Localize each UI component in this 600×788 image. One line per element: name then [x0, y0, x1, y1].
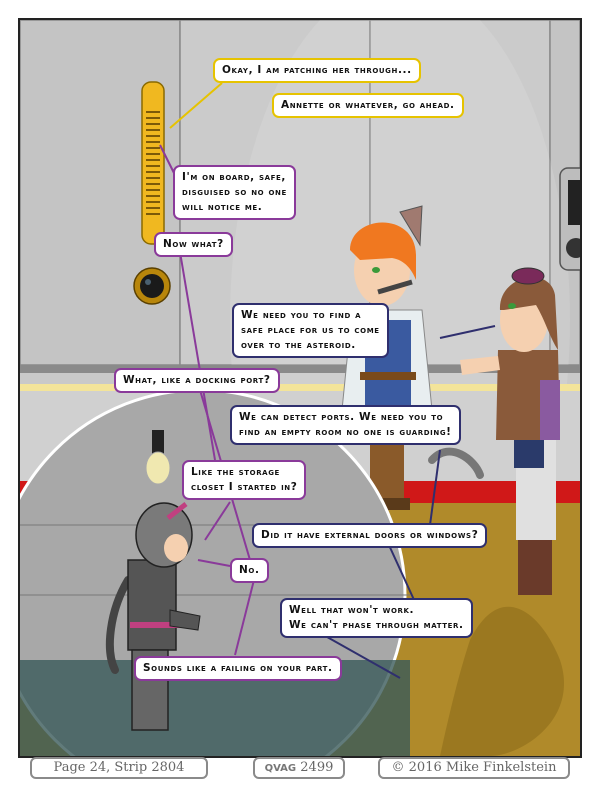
dialogue-text: over to the asteroid. — [241, 339, 356, 351]
dialogue-text: We can detect ports. We need you to — [239, 411, 444, 423]
tail-line9 — [387, 542, 416, 603]
speech-bubble-4: Now what? — [154, 232, 233, 257]
dialogue-text: What, like a docking port? — [123, 374, 271, 386]
cat-man-belt — [360, 372, 416, 380]
armored-body — [127, 559, 177, 651]
control-screen — [568, 180, 580, 225]
camera-lens — [140, 274, 164, 298]
armored-face — [164, 534, 188, 562]
copyright-label: © 2016 Mike Finkelstein — [378, 757, 570, 779]
dialogue-text: We can't phase through matter. — [289, 619, 464, 631]
tail-line4-down — [179, 251, 216, 461]
cat-man-eye — [372, 267, 380, 273]
cat-man-tail — [428, 447, 484, 479]
speech-bubble-3: I'm on board, safe, disguised so no one … — [173, 165, 296, 220]
armored-arm — [169, 609, 201, 631]
copyright-text: © 2016 Mike Finkelstein — [391, 760, 557, 775]
dialogue-text: will notice me. — [182, 201, 263, 213]
wall-stripe-yellow — [20, 384, 580, 391]
strip-number-badge: QVAG 2499 — [253, 757, 345, 779]
woman-hair — [499, 277, 558, 350]
wall-rail — [20, 365, 580, 373]
cat-man-scar — [377, 279, 413, 295]
woman-goggles — [511, 267, 545, 285]
scene-artwork — [20, 20, 580, 756]
dialogue-text: Did it have external doors or windows? — [261, 529, 479, 541]
tail-line8 — [204, 501, 231, 541]
dialogue-text: Sounds like a failing on your part. — [143, 662, 333, 674]
tail-line10 — [197, 559, 231, 567]
dialogue-text: safe place for us to come — [241, 324, 380, 336]
qvag-logo: QVAG — [264, 763, 297, 774]
tail-line1 — [169, 82, 223, 129]
dialogue-text: Like the storage — [191, 466, 280, 478]
dialogue-text: I'm on board, safe, — [182, 171, 286, 183]
woman-eye — [508, 303, 516, 309]
dialogue-text: No. — [239, 564, 260, 576]
dialogue-text: Now what? — [163, 238, 224, 250]
tail-line7 — [429, 449, 441, 526]
dialogue-text: find an empty room no one is guarding! — [239, 426, 452, 438]
character-armored — [105, 502, 201, 731]
comic-panel: Okay, I am patching her through... Annet… — [18, 18, 582, 758]
dialogue-text: Annette or whatever, go ahead. — [281, 99, 455, 111]
page-strip-label: Page 24, Strip 2804 — [30, 757, 208, 779]
grille-slats — [146, 111, 160, 215]
speech-bubble-10: No. — [230, 558, 269, 583]
speech-bubble-12: Sounds like a failing on your part. — [134, 656, 342, 681]
cat-man-ear — [399, 205, 423, 247]
character-woman — [460, 267, 560, 595]
speech-bubble-1: Okay, I am patching her through... — [213, 58, 421, 83]
speech-bubble-6: What, like a docking port? — [114, 368, 280, 393]
dialogue-text: disguised so no one — [182, 186, 287, 198]
control-light — [566, 238, 580, 258]
speech-bubble-5: We need you to find a safe place for us … — [232, 303, 389, 358]
helmet-stripe — [166, 502, 188, 520]
armored-belt — [130, 622, 180, 628]
woman-boots — [518, 540, 552, 595]
woman-shorts — [514, 440, 544, 468]
speech-bubble-11: Well that won't work. We can't phase thr… — [280, 598, 473, 638]
light-bulb — [145, 451, 171, 485]
strip-number: 2499 — [300, 760, 334, 775]
speech-bubble-2: Annette or whatever, go ahead. — [272, 93, 464, 118]
tail-line5 — [439, 325, 496, 339]
tail-line11 — [319, 632, 401, 679]
light-fixture — [152, 430, 164, 454]
dialogue-text: We need you to find a — [241, 309, 362, 321]
floor-shadow — [440, 606, 564, 756]
speech-bubble-8: Like the storage closet I started in? — [182, 460, 307, 500]
camera-glint — [145, 279, 151, 285]
cat-man-hair — [350, 222, 416, 280]
speech-bubble-9: Did it have external doors or windows? — [252, 523, 488, 548]
speech-bubble-7: We can detect ports. We need you to find… — [230, 405, 461, 445]
page-strip-text: Page 24, Strip 2804 — [53, 760, 185, 775]
tail-line10-down — [234, 571, 257, 656]
woman-bracer — [540, 380, 560, 440]
woman-arm — [460, 356, 500, 375]
dialogue-text: Okay, I am patching her through... — [222, 64, 412, 76]
armored-tail — [105, 576, 132, 674]
speaker-grille — [141, 81, 165, 245]
dialogue-text: closet I started in? — [191, 481, 298, 493]
dialogue-text: Well that won't work. — [289, 604, 415, 616]
